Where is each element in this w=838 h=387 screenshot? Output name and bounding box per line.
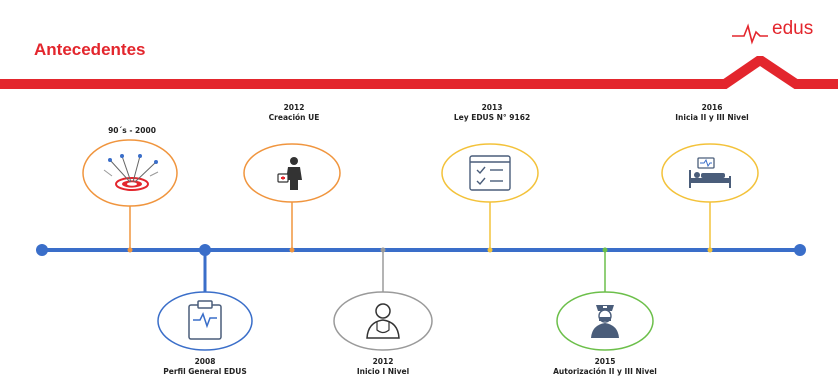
milestone-90s-label: 90´s - 2000 bbox=[108, 126, 156, 135]
milestone-text: Perfil General EDUS bbox=[163, 367, 247, 376]
milestone-text: Inicia II y III Nivel bbox=[675, 113, 749, 122]
milestone-2013-label: 2013 Ley EDUS N° 9162 bbox=[422, 103, 562, 123]
milestone-year: 2013 bbox=[481, 103, 503, 112]
target-icon bbox=[103, 154, 159, 191]
logo-text: edus bbox=[772, 18, 814, 39]
milestone-2015-label: 2015 Autorización II y III Nivel bbox=[535, 357, 675, 377]
milestone-year: 2012 bbox=[372, 357, 394, 366]
heartbeat-icon bbox=[732, 23, 768, 45]
milestone-2016-label: 2016 Inicia II y III Nivel bbox=[642, 103, 782, 123]
milestone-text: Ley EDUS N° 9162 bbox=[453, 113, 531, 122]
milestone-year: 2016 bbox=[701, 103, 723, 112]
milestone-text: Inicio I Nivel bbox=[356, 367, 410, 376]
milestone-year: 2012 bbox=[283, 103, 305, 112]
logo bbox=[732, 23, 768, 45]
milestone-2012-creacion-label: 2012 Creación UE bbox=[224, 103, 364, 123]
header-band bbox=[0, 56, 838, 89]
milestone-text: Creación UE bbox=[268, 113, 320, 122]
doctor-icon bbox=[366, 303, 400, 339]
checklist-icon bbox=[469, 155, 511, 191]
clipboard-pulse-icon bbox=[188, 300, 222, 340]
milestone-text: Autorización II y III Nivel bbox=[553, 367, 657, 376]
milestone-2012-inicio-label: 2012 Inicio I Nivel bbox=[313, 357, 453, 377]
milestone-2008-label: 2008 Perfil General EDUS bbox=[135, 357, 275, 377]
page-title: Antecedentes bbox=[34, 40, 146, 59]
nurse-icon bbox=[591, 305, 619, 338]
hospital-bed-icon bbox=[689, 157, 731, 188]
doctor-emergency-icon bbox=[277, 157, 302, 190]
milestone-year: 2008 bbox=[194, 357, 216, 366]
milestone-year: 2015 bbox=[594, 357, 616, 366]
